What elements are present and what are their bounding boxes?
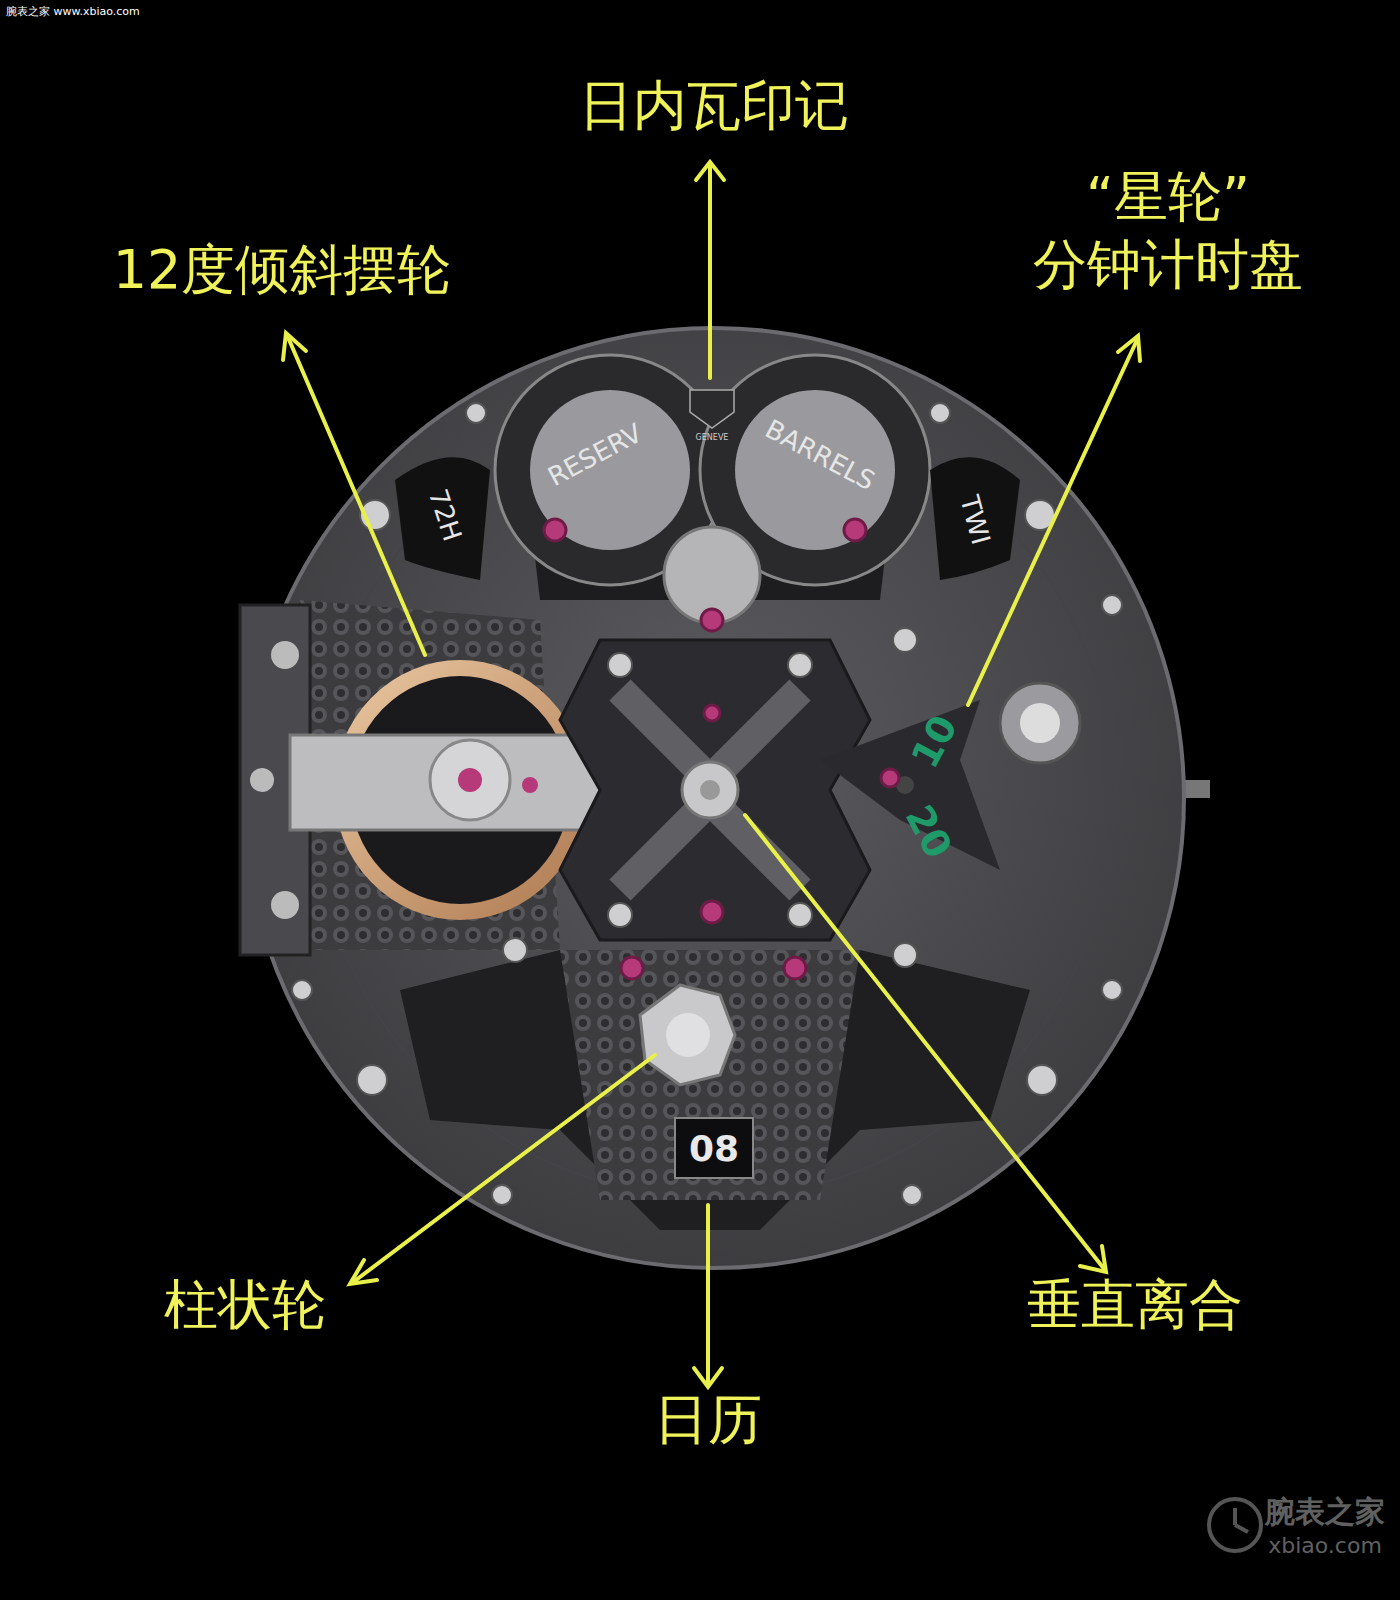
- watermark: xbiao.com: [1268, 1532, 1382, 1560]
- part-label: 日历: [654, 1386, 762, 1454]
- part-label: 垂直离合: [1027, 1271, 1243, 1339]
- geneva-seal-text: GENEVE: [696, 433, 729, 443]
- leader-lines: [283, 162, 1140, 1387]
- watermark: 腕表之家: [1265, 1493, 1385, 1531]
- part-label: 日内瓦印记: [579, 72, 849, 140]
- part-label: 柱状轮: [164, 1271, 326, 1339]
- watermark: 腕表之家 www.xbiao.com: [6, 5, 140, 19]
- main-plate: [244, 328, 1184, 1268]
- part-label: “星轮” 分钟计时盘: [1008, 163, 1328, 298]
- part-label: 12度倾斜摆轮: [113, 236, 452, 304]
- date-number: 08: [689, 1126, 739, 1171]
